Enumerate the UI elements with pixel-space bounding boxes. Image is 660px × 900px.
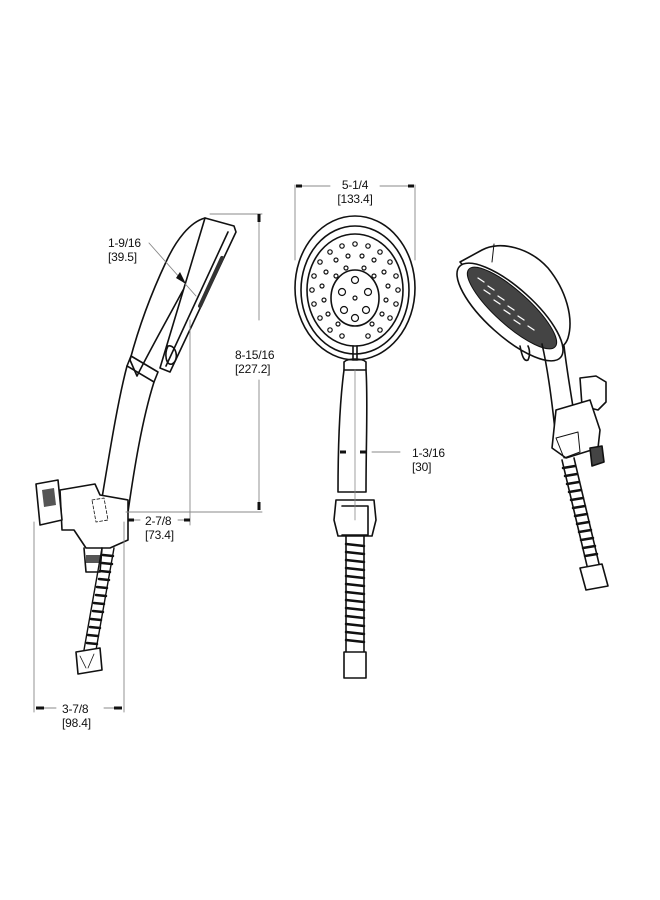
- dimension-metric: [98.4]: [62, 716, 91, 730]
- dimension-imperial: 1-3/16: [412, 446, 445, 460]
- front-view-shower: [294, 215, 416, 679]
- side-view-shower: [35, 217, 237, 675]
- dimension-bracket-depth: 3-7/8 [98.4]: [62, 702, 91, 730]
- dimension-imperial: 2-7/8: [145, 514, 172, 528]
- dimension-lines: [33, 184, 416, 713]
- dimension-metric: [133.4]: [337, 192, 373, 206]
- dimension-arrows: [36, 184, 414, 710]
- dimension-imperial: 5-1/4: [341, 178, 369, 192]
- dimension-metric: [73.4]: [145, 528, 174, 542]
- dimension-imperial: 8-15/16: [235, 348, 275, 362]
- dimension-imperial: 3-7/8: [62, 702, 89, 716]
- dimension-head-diameter: 5-1/4 [133.4]: [318, 178, 392, 206]
- dimension-handle-width: 1-3/16 [30]: [412, 446, 445, 474]
- dimension-metric: [227.2]: [235, 362, 271, 376]
- dimension-handle-offset: 2-7/8 [73.4]: [145, 514, 174, 542]
- dimension-imperial: 1-9/16: [108, 236, 141, 250]
- dimension-metric: [39.5]: [108, 250, 137, 264]
- perspective-view-shower: [456, 243, 609, 591]
- dimension-overall-height: 8-15/16 [227.2]: [235, 348, 275, 376]
- dimension-head-depth: 1-9/16 [39.5]: [108, 236, 141, 264]
- dimension-metric: [30]: [412, 460, 432, 474]
- spray-nozzles: [309, 241, 401, 339]
